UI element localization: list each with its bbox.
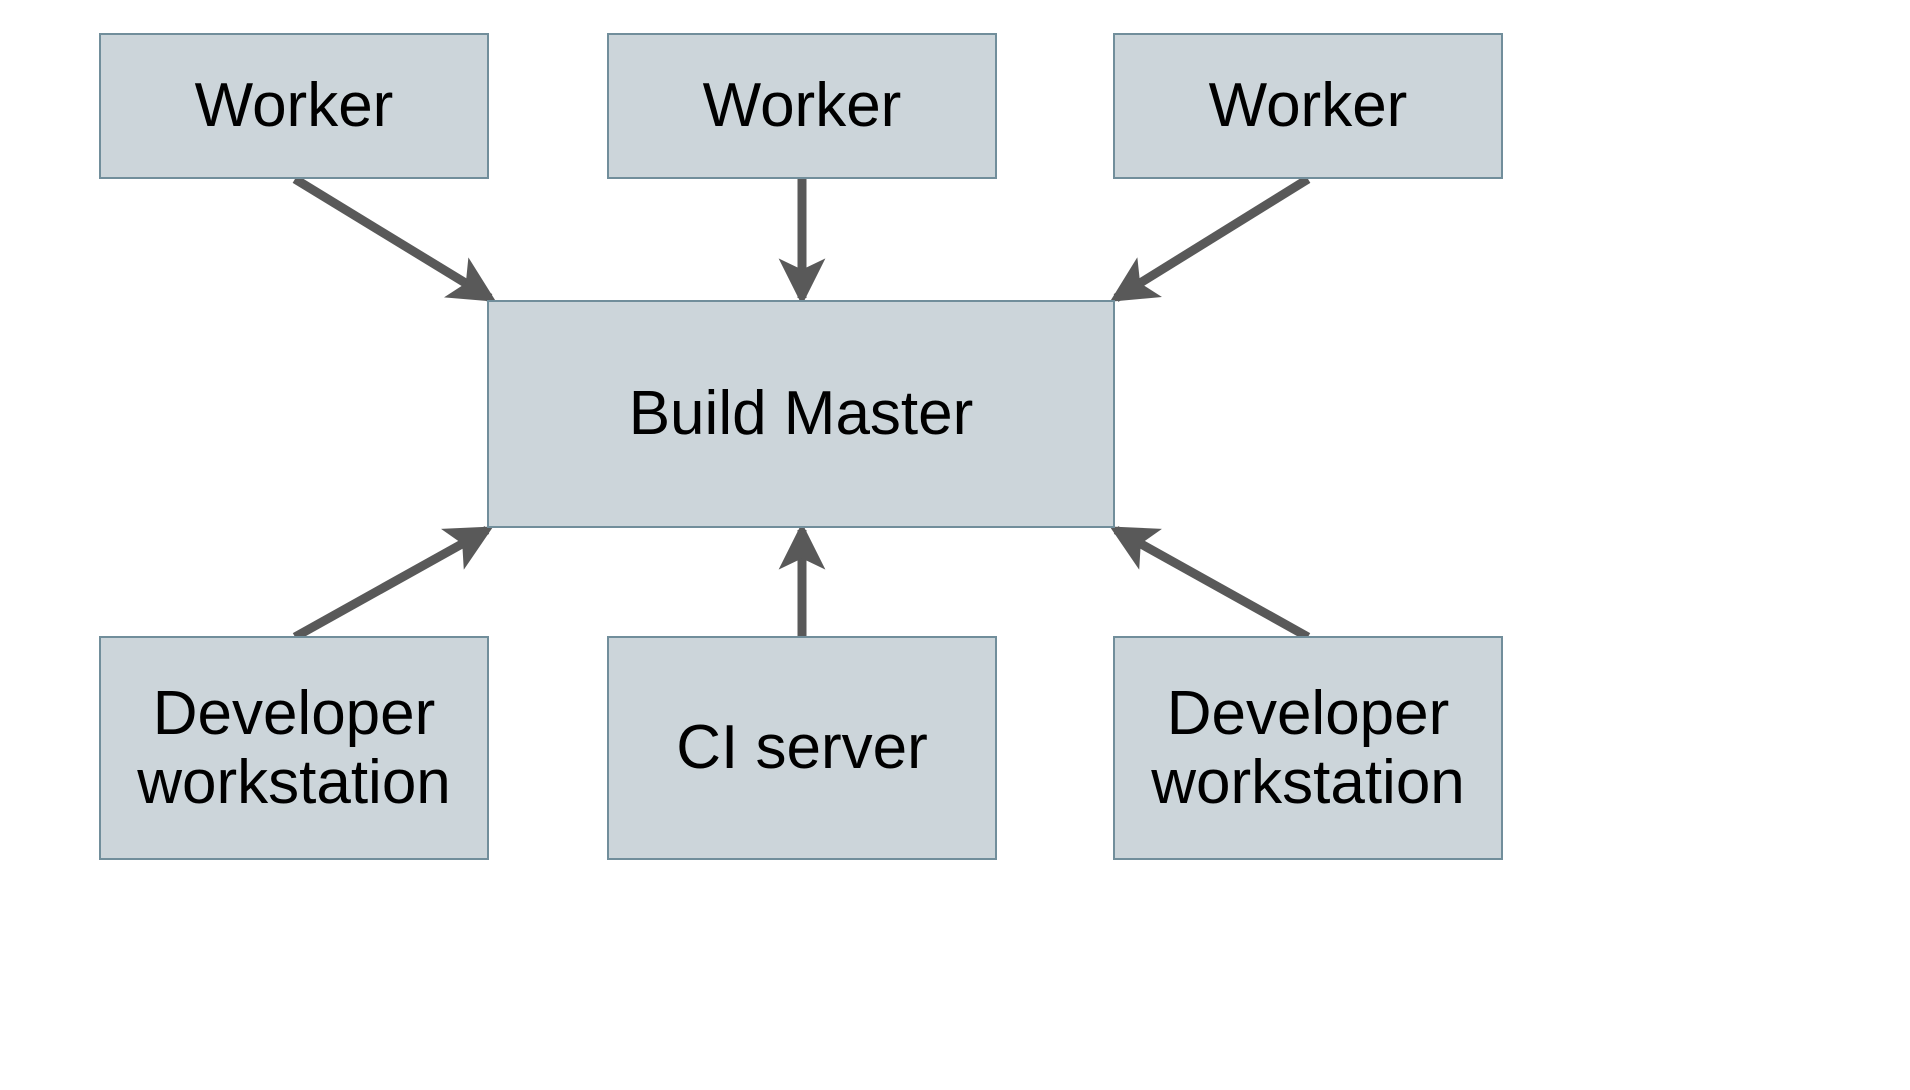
node-label: Developer workstation bbox=[137, 678, 451, 817]
node-label: CI server bbox=[676, 713, 928, 783]
edge-worker-left-to-master bbox=[292, 175, 497, 302]
edge-dev-right-to-master bbox=[1109, 526, 1311, 641]
node-label: Worker bbox=[1208, 71, 1408, 141]
node-worker-center[interactable]: Worker bbox=[607, 33, 997, 179]
node-worker-right[interactable]: Worker bbox=[1113, 33, 1503, 179]
node-developer-workstation-right[interactable]: Developer workstation bbox=[1113, 636, 1503, 860]
node-label: Developer workstation bbox=[1151, 678, 1465, 817]
edge-dev-left-to-master bbox=[292, 526, 494, 641]
edge-worker-right-to-master bbox=[1109, 175, 1311, 302]
node-label: Worker bbox=[194, 71, 394, 141]
node-developer-workstation-left[interactable]: Developer workstation bbox=[99, 636, 489, 860]
node-build-master[interactable]: Build Master bbox=[487, 300, 1115, 528]
node-label: Build Master bbox=[628, 379, 974, 449]
node-label: Worker bbox=[702, 71, 902, 141]
node-ci-server[interactable]: CI server bbox=[607, 636, 997, 860]
node-worker-left[interactable]: Worker bbox=[99, 33, 489, 179]
